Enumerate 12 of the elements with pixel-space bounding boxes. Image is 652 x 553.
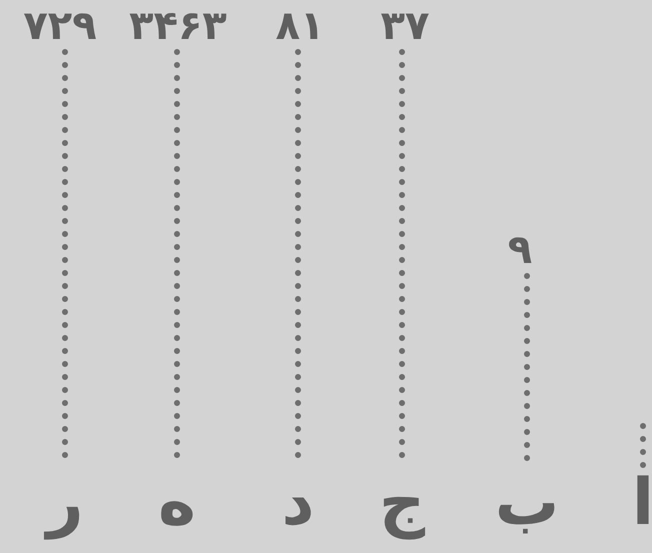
number: ۸۱ [274, 4, 326, 48]
letter: ه [156, 468, 198, 538]
dotted-line [640, 423, 646, 471]
number: ۳۴۶۳ [127, 4, 229, 48]
letter: ا [630, 468, 652, 538]
letter: ر [44, 468, 86, 538]
number: ۷۲۹ [21, 4, 99, 48]
letter: د [280, 468, 316, 538]
letter: ب [492, 468, 562, 538]
number: ۹ [506, 228, 534, 272]
number: ۳۷ [378, 4, 432, 48]
letter: ج [376, 468, 428, 538]
